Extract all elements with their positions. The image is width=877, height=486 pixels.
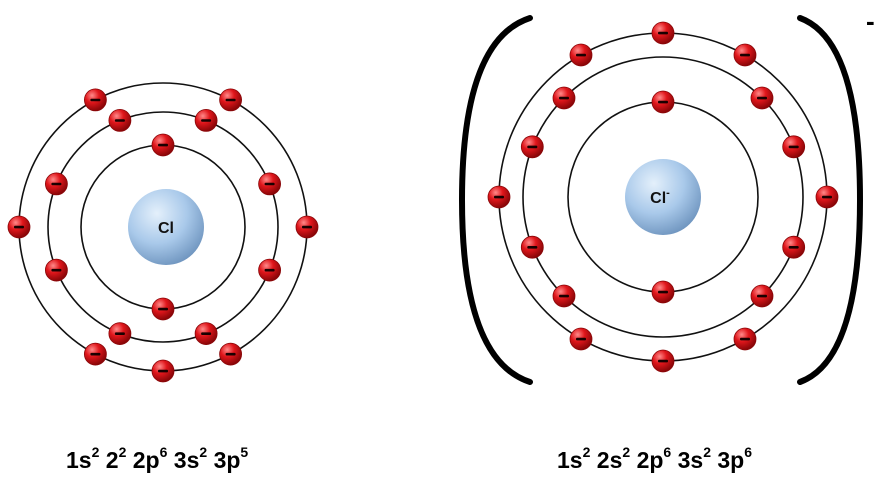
ion-nucleus-superscript: - bbox=[666, 187, 670, 199]
ion-nucleus-symbol: Cl bbox=[650, 190, 666, 207]
electron-minus-sign bbox=[264, 182, 275, 186]
electron-minus-sign bbox=[51, 182, 62, 186]
ion-electron bbox=[733, 43, 757, 67]
chlorine-atom: Cl bbox=[7, 82, 319, 383]
electron-minus-sign bbox=[225, 98, 236, 102]
ion-nucleus bbox=[625, 159, 701, 235]
ion-charge-label: - bbox=[866, 6, 875, 36]
ion-config-term-2: 2s2 bbox=[596, 444, 631, 473]
electron-minus-sign bbox=[740, 337, 750, 341]
ion-electron bbox=[815, 185, 839, 209]
atom-electron bbox=[194, 322, 218, 346]
electron-minus-sign bbox=[559, 96, 569, 100]
atom-electron bbox=[45, 172, 68, 196]
ion-left-bracket bbox=[458, 15, 533, 385]
electron-minus-sign bbox=[822, 195, 832, 199]
ion-electron-configuration: 1s2 2s2 2p6 3s2 3p6 bbox=[557, 444, 753, 474]
electron-minus-sign bbox=[658, 100, 668, 104]
atom-electron bbox=[295, 215, 319, 239]
electron-minus-sign bbox=[90, 352, 101, 356]
ion-electron bbox=[569, 43, 593, 67]
atom-config-term-1: 1s2 bbox=[66, 444, 100, 473]
ion-electron bbox=[782, 235, 806, 259]
ion-electron bbox=[782, 135, 806, 159]
atom-electrons bbox=[7, 88, 319, 383]
ion-electron bbox=[750, 86, 774, 110]
electron-minus-sign bbox=[90, 98, 101, 102]
electron-minus-sign bbox=[201, 119, 212, 122]
atom-electron bbox=[45, 258, 68, 282]
electron-minus-sign bbox=[788, 246, 799, 249]
atom-electron bbox=[258, 258, 282, 282]
electron-minus-sign bbox=[158, 307, 168, 311]
atom-nucleus-label: Cl bbox=[158, 220, 174, 237]
ion-electron bbox=[552, 86, 576, 110]
electron-minus-sign bbox=[527, 246, 538, 249]
electron-minus-sign bbox=[658, 290, 668, 294]
electron-minus-sign bbox=[788, 145, 799, 149]
atom-electron bbox=[108, 109, 132, 132]
electron-minus-sign bbox=[658, 31, 668, 35]
atom-electron bbox=[219, 88, 243, 112]
atom-shell-2 bbox=[47, 111, 279, 343]
electron-minus-sign bbox=[225, 352, 236, 356]
electron-minus-sign bbox=[201, 332, 212, 335]
ion-electron bbox=[487, 185, 511, 209]
ion-electron bbox=[520, 135, 544, 159]
electron-minus-sign bbox=[527, 145, 538, 149]
ion-electron bbox=[520, 235, 544, 259]
electron-minus-sign bbox=[14, 225, 24, 229]
ion-electrons bbox=[487, 21, 839, 373]
electron-minus-sign bbox=[757, 294, 767, 298]
ion-config-term-3: 2p6 bbox=[636, 444, 672, 473]
electron-minus-sign bbox=[559, 294, 569, 298]
ion-config-term-1: 1s2 bbox=[557, 444, 591, 473]
atom-electron bbox=[84, 342, 107, 366]
atom-config-term-2: 22 bbox=[105, 444, 127, 473]
electron-minus-sign bbox=[757, 96, 767, 100]
ion-electron bbox=[552, 284, 576, 308]
electron-minus-sign bbox=[740, 53, 750, 57]
electron-minus-sign bbox=[114, 332, 125, 335]
atom-electron bbox=[151, 297, 175, 321]
atom-electron bbox=[151, 133, 175, 157]
atom-config-term-4: 3s2 bbox=[173, 444, 208, 473]
atom-electron bbox=[108, 322, 132, 346]
ion-electron bbox=[750, 284, 774, 308]
atom-electron-configuration: 1s2 22 2p6 3s2 3p5 bbox=[66, 444, 249, 474]
atom-electron bbox=[84, 88, 107, 112]
ion-config-term-4: 3s2 bbox=[677, 444, 711, 473]
atom-config-term-3: 2p6 bbox=[132, 444, 168, 473]
electron-minus-sign bbox=[302, 225, 312, 229]
electron-minus-sign bbox=[158, 143, 168, 147]
atom-electron bbox=[151, 359, 175, 383]
electron-minus-sign bbox=[158, 369, 168, 373]
ion-shell-2 bbox=[522, 56, 804, 338]
atom-config-term-5: 3p5 bbox=[213, 444, 249, 473]
ion-electron bbox=[651, 90, 675, 114]
electron-minus-sign bbox=[264, 268, 275, 272]
ion-electron bbox=[569, 327, 593, 351]
atom-electron bbox=[194, 109, 218, 132]
ion-nucleus-label: Cl- bbox=[650, 187, 670, 207]
electron-minus-sign bbox=[658, 359, 668, 363]
electron-minus-sign bbox=[494, 195, 504, 199]
ion-electron bbox=[651, 280, 675, 304]
atom-electron bbox=[219, 342, 243, 366]
atom-electron bbox=[258, 172, 282, 196]
electron-minus-sign bbox=[576, 337, 586, 341]
chloride-ion: - Cl- bbox=[458, 6, 875, 385]
atom-nucleus bbox=[128, 189, 204, 265]
electron-minus-sign bbox=[51, 268, 62, 272]
electron-minus-sign bbox=[576, 53, 586, 57]
ion-electron bbox=[733, 327, 757, 351]
ion-config-term-5: 3p6 bbox=[717, 444, 753, 473]
ion-right-bracket bbox=[797, 15, 864, 385]
ion-electron bbox=[651, 349, 675, 373]
ion-electron bbox=[651, 21, 675, 45]
electron-minus-sign bbox=[114, 119, 125, 122]
atom-electron bbox=[7, 215, 31, 239]
